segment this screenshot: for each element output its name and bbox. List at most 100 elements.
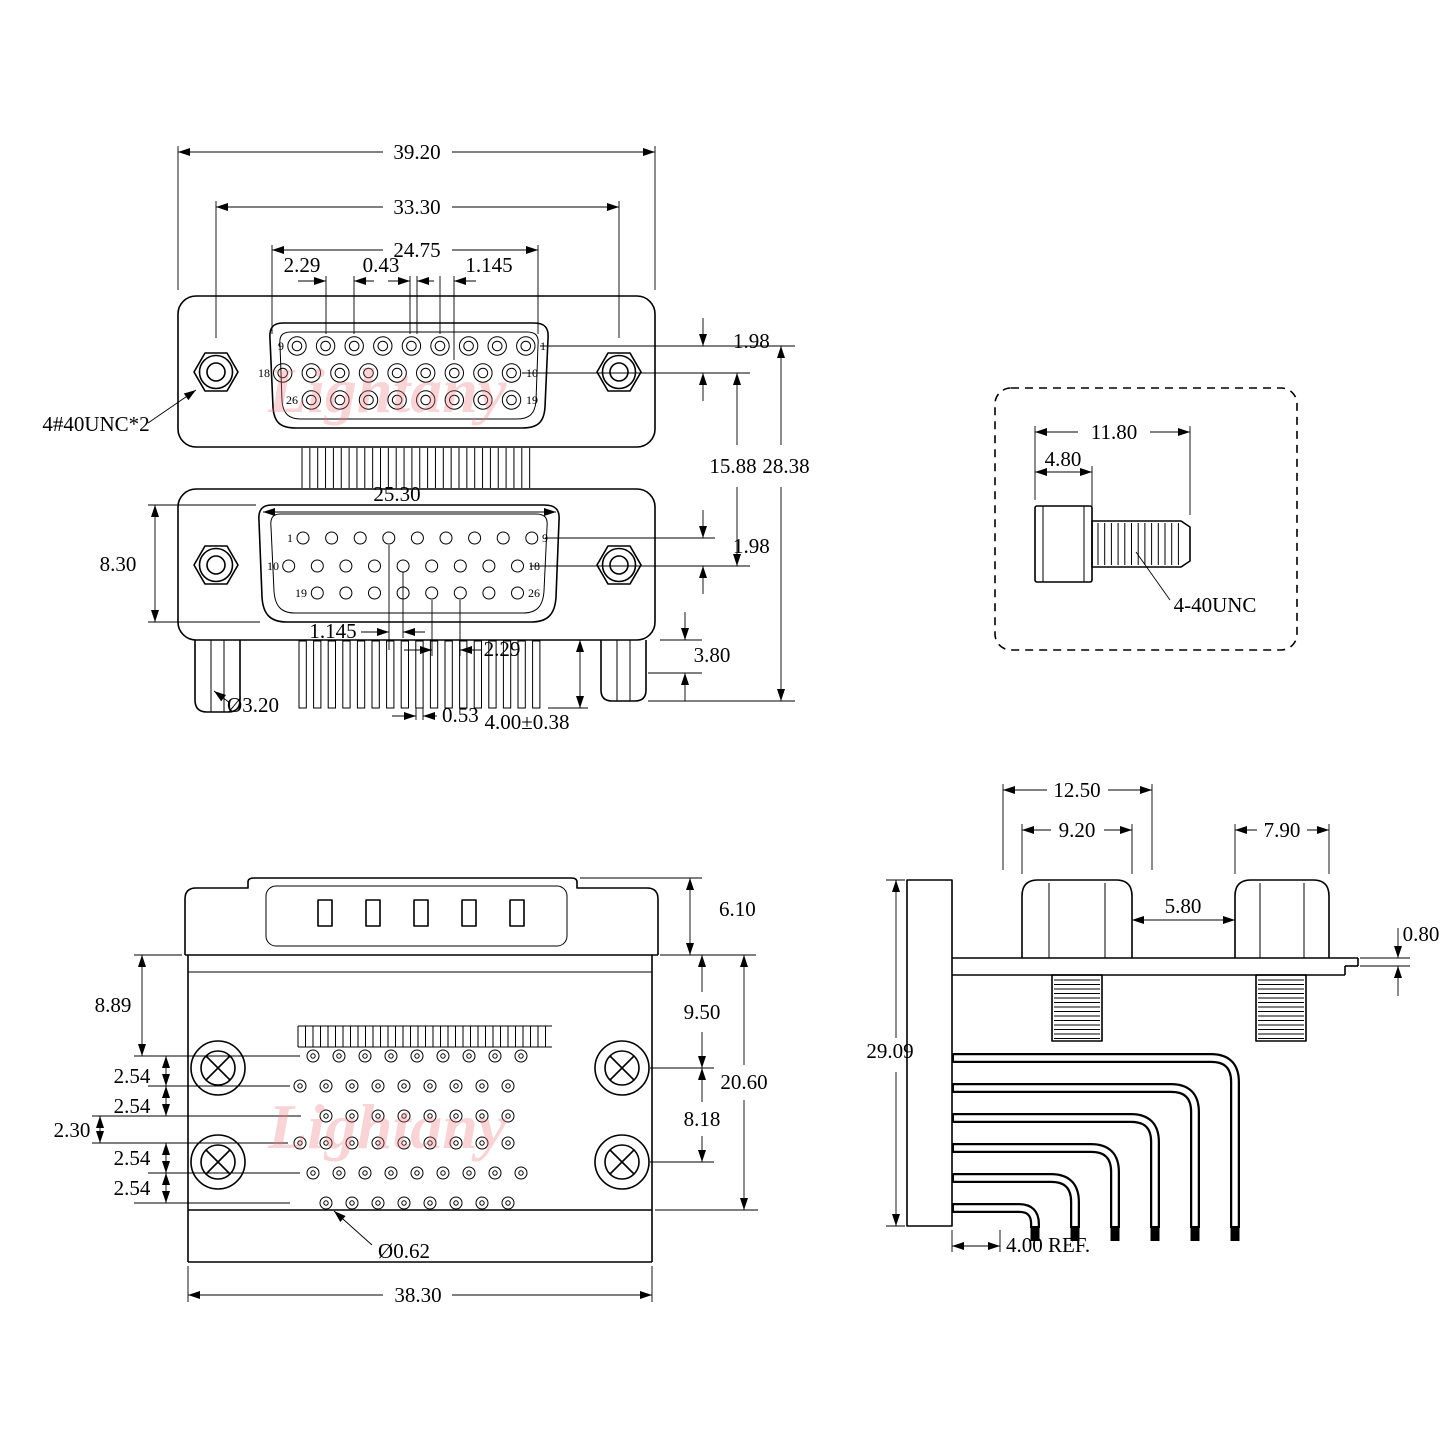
dim-flange-to-screw: 9.50 xyxy=(684,1000,721,1024)
dim-row-gap-top: 1.98 xyxy=(733,329,770,353)
dim-row-pitch-b: 2.54 xyxy=(114,1094,151,1118)
dim-shell-height: 6.10 xyxy=(719,897,756,921)
bottom-dsub-shell-inner xyxy=(270,513,548,614)
bottom-dsub-shell-outer xyxy=(258,504,560,623)
screw-thread-callout: 4-40UNC xyxy=(1174,593,1257,617)
dim-half-pitch-bottom: 1.145 xyxy=(309,619,356,643)
dim-flange-thickness: 0.80 xyxy=(1403,922,1440,946)
dim-depth-total: 12.50 xyxy=(1053,778,1100,802)
shell-a-profile xyxy=(1021,879,1133,958)
side-view-dimension-lines xyxy=(886,784,1410,1252)
pin-label: 19 xyxy=(526,393,538,407)
dim-row-pitch-c: 2.54 xyxy=(114,1146,151,1170)
dim-pin-width: 0.53 xyxy=(442,703,479,727)
screw-dimension-lines xyxy=(1034,426,1191,601)
pin-label: 26 xyxy=(286,393,298,407)
threaded-studs xyxy=(1051,974,1307,1042)
dim-overall-height: 28.38 xyxy=(762,454,809,478)
mid-insulator-strip xyxy=(301,448,531,488)
pin-label: 26 xyxy=(528,586,540,600)
lead xyxy=(1070,1226,1080,1241)
lower-body-outline xyxy=(177,488,656,641)
dim-boss-height: 3.80 xyxy=(694,643,731,667)
lead xyxy=(954,1205,1038,1226)
dim-shell-gap: 5.80 xyxy=(1165,894,1202,918)
lead xyxy=(954,1085,1198,1226)
jack-screw-heads xyxy=(190,1040,650,1190)
dim-port-spacing: 15.88 xyxy=(709,454,756,478)
dim-height-total: 29.09 xyxy=(866,1039,913,1063)
dim-mount-span: 33.30 xyxy=(393,195,440,219)
detail-boundary-dashed xyxy=(994,387,1298,651)
front-bracket-wall xyxy=(906,879,953,1227)
pin-label: 10 xyxy=(267,559,279,573)
dim-row-pitch-a: 2.54 xyxy=(114,1064,151,1088)
dim-bracket-hole-dia: Ø3.20 xyxy=(227,693,279,717)
rear-tail-comb xyxy=(297,1025,552,1048)
dim-flange-to-first-row: 8.89 xyxy=(95,993,132,1017)
screw-shank xyxy=(1091,520,1191,568)
screw-detail-view: 11.80 4.80 4-40UNC xyxy=(994,387,1298,651)
rear-shell-inner xyxy=(265,885,568,947)
bottom-view-dimension-lines xyxy=(92,877,758,1302)
pin-label: 19 xyxy=(295,586,307,600)
top-port-socket-contacts xyxy=(273,336,536,410)
dim-body-width: 38.30 xyxy=(394,1283,441,1307)
watermark-text: Lightany xyxy=(267,1091,507,1162)
dim-row-gap-bottom: 1.98 xyxy=(733,534,770,558)
shell-b-profile xyxy=(1234,879,1330,958)
dim-tail-length: 4.00±0.38 xyxy=(484,710,569,734)
bottom-port-pin-contacts xyxy=(282,531,539,600)
dim-pitch-bottom: 2.29 xyxy=(484,637,521,661)
dim-pin-span: 24.75 xyxy=(393,238,440,262)
dim-screw-span: 20.60 xyxy=(720,1070,767,1094)
dim-half-pitch-top: 1.145 xyxy=(465,253,512,277)
dim-screw-head-length: 4.80 xyxy=(1045,447,1082,471)
lead xyxy=(1190,1226,1200,1241)
solder-tail-comb xyxy=(298,640,541,709)
screw-head xyxy=(1034,505,1093,583)
top-dsub-shell-inner xyxy=(279,331,539,420)
lead xyxy=(1110,1226,1120,1241)
top-dsub-shell-outer xyxy=(269,322,549,429)
dim-group-gap: 2.30 xyxy=(54,1118,91,1142)
lead xyxy=(1150,1226,1160,1241)
dim-tail-ref: 4.00 REF. xyxy=(1006,1233,1090,1257)
right-board-lock xyxy=(600,640,647,702)
dim-pitch-top: 2.29 xyxy=(284,253,321,277)
front-view: 9 1 18 10 26 19 1 9 10 18 19 26 xyxy=(42,140,809,734)
mounting-hex-nuts xyxy=(193,352,642,585)
dim-offset-top: 0.43 xyxy=(363,253,400,277)
front-view-dimension-lines xyxy=(147,146,795,720)
dim-outer-width: 39.20 xyxy=(393,140,440,164)
dim-hole-dia: Ø0.62 xyxy=(378,1239,430,1263)
lead xyxy=(954,1145,1118,1226)
polarizing-slots xyxy=(317,899,525,927)
pin-label: 1 xyxy=(287,531,293,545)
dim-row-pitch-d: 2.54 xyxy=(114,1176,151,1200)
through-hole-grid xyxy=(293,1049,528,1210)
side-view: 12.50 9.20 7.90 5.80 0.80 29.09 4.00 REF… xyxy=(866,778,1439,1257)
screw-thread-hatch xyxy=(1097,523,1179,565)
lead xyxy=(954,1175,1078,1226)
dim-lower-opening-height: 8.30 xyxy=(100,552,137,576)
pin-label: 9 xyxy=(278,339,284,353)
pin-label: 18 xyxy=(258,366,270,380)
upper-body-outline xyxy=(177,295,656,448)
dim-lower-opening-width: 25.30 xyxy=(373,482,420,506)
thread-callout: 4#40UNC*2 xyxy=(42,412,149,436)
left-board-lock xyxy=(194,640,241,713)
dim-screw-total-length: 11.80 xyxy=(1091,420,1137,444)
bottom-view: 8.89 2.54 2.54 2.30 2.54 2.54 Ø0.62 38.3… xyxy=(54,877,768,1307)
watermark-text: Lightany xyxy=(267,355,507,426)
lead xyxy=(954,1055,1238,1226)
bent-leads xyxy=(952,1053,1240,1241)
dim-shell-b-width: 7.90 xyxy=(1264,818,1301,842)
dim-shell-a-width: 9.20 xyxy=(1059,818,1096,842)
dim-screw-pitch: 8.18 xyxy=(684,1107,721,1131)
lead xyxy=(1030,1226,1040,1241)
lead xyxy=(954,1115,1158,1226)
lead xyxy=(1230,1226,1240,1241)
